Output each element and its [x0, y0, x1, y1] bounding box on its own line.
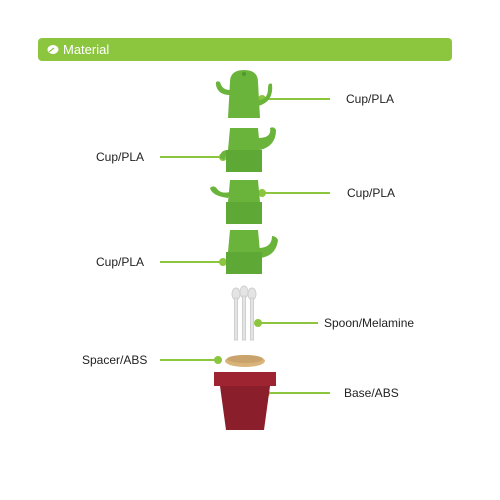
label-spacer: Spacer/ABS	[82, 353, 148, 367]
cactus-cup-3	[210, 180, 262, 224]
spacer-disc	[225, 355, 265, 367]
leader-dot-spoon	[254, 319, 262, 327]
label-cup-3: Cup/PLA	[347, 186, 396, 200]
material-header-bar: Material	[38, 38, 452, 61]
label-base: Base/ABS	[344, 386, 399, 400]
leader-dot-cup-4	[219, 258, 227, 266]
label-cup-4: Cup/PLA	[96, 255, 145, 269]
label-spoon: Spoon/Melamine	[324, 316, 415, 330]
spoon-set	[231, 285, 257, 341]
header-title: Material	[63, 42, 110, 57]
label-cup-2: Cup/PLA	[96, 150, 145, 164]
label-top-cup: Cup/PLA	[346, 92, 395, 106]
cactus-cup-4	[226, 230, 278, 274]
cactus-cup-2	[220, 127, 276, 172]
base-pot	[214, 372, 276, 430]
leader-dot-spacer	[214, 356, 222, 364]
top-cactus-cup	[215, 70, 273, 118]
leader-dot-cup-3	[258, 189, 266, 197]
leaf-icon	[47, 45, 59, 54]
